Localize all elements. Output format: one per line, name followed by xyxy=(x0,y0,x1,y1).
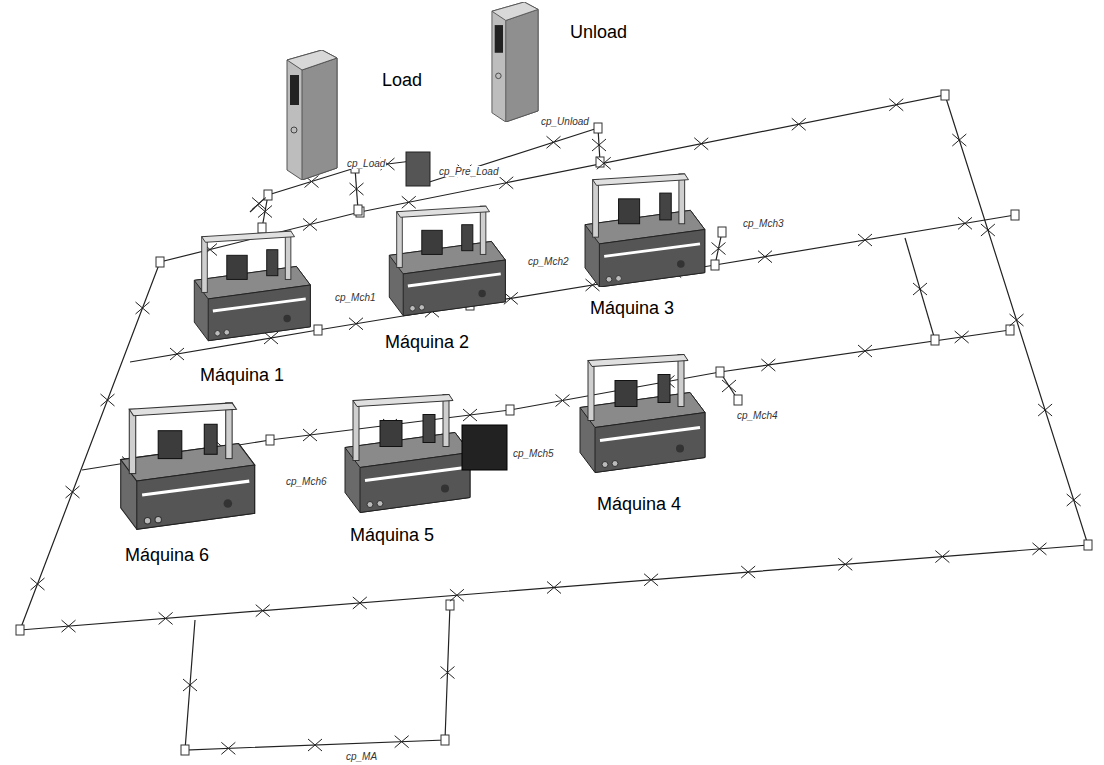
control-point-label: cp_Mch1 xyxy=(334,292,377,303)
control-point-label: cp_Load xyxy=(346,158,386,169)
control-point-markers xyxy=(16,90,1092,755)
station-label: Unload xyxy=(570,22,627,43)
control-point-label: cp_Mch6 xyxy=(285,476,328,487)
control-point-label: cp_Pre_Load xyxy=(438,166,500,177)
station-label: Máquina 6 xyxy=(125,545,209,566)
control-point-label: cp_Mch4 xyxy=(736,410,779,421)
station-label: Máquina 4 xyxy=(597,494,681,515)
station-label: Load xyxy=(382,70,422,91)
pre-load-station xyxy=(406,152,430,186)
guide-path-network xyxy=(20,95,1088,750)
station-label: Máquina 5 xyxy=(350,525,434,546)
station-label: Máquina 2 xyxy=(385,332,469,353)
control-point-label: cp_MA xyxy=(345,751,378,762)
control-point-label: cp_Mch5 xyxy=(512,448,555,459)
station-label: Máquina 1 xyxy=(200,365,284,386)
path-x-markers xyxy=(31,99,1081,755)
control-point-label: cp_Mch2 xyxy=(527,256,570,267)
station-label: Máquina 3 xyxy=(590,298,674,319)
buffer-box xyxy=(462,425,507,470)
control-point-label: cp_Unload xyxy=(540,116,590,127)
control-point-label: cp_Mch3 xyxy=(742,218,785,229)
